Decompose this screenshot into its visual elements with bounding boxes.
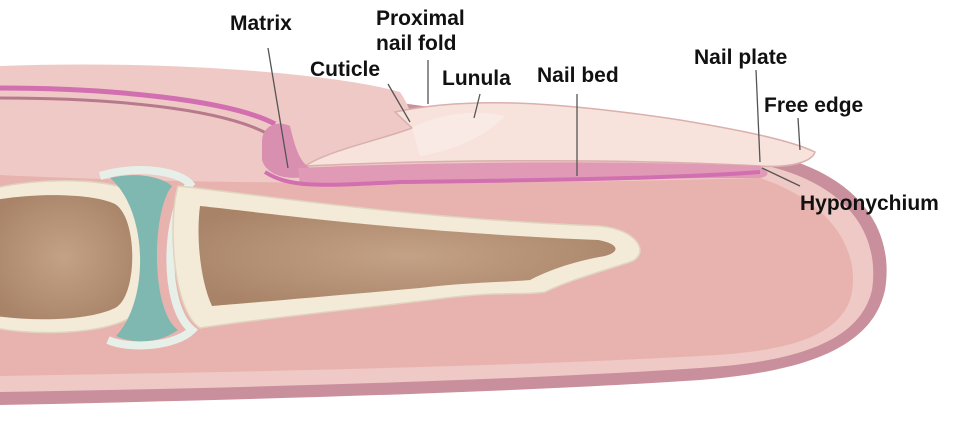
matrix-label: Matrix [230, 12, 292, 35]
middle-phalanx-marrow [0, 195, 132, 319]
nail-bed-label: Nail bed [537, 64, 619, 87]
lunula-label: Lunula [442, 67, 511, 90]
hyponychium-label: Hyponychium [800, 192, 939, 215]
nail-plate-label: Nail plate [694, 46, 787, 69]
proximal-nail-fold-label-line1: Proximal [376, 7, 465, 30]
cuticle-label: Cuticle [310, 58, 380, 81]
proximal-nail-fold-label-line2: nail fold [376, 32, 457, 55]
free-edge-label: Free edge [764, 94, 863, 117]
